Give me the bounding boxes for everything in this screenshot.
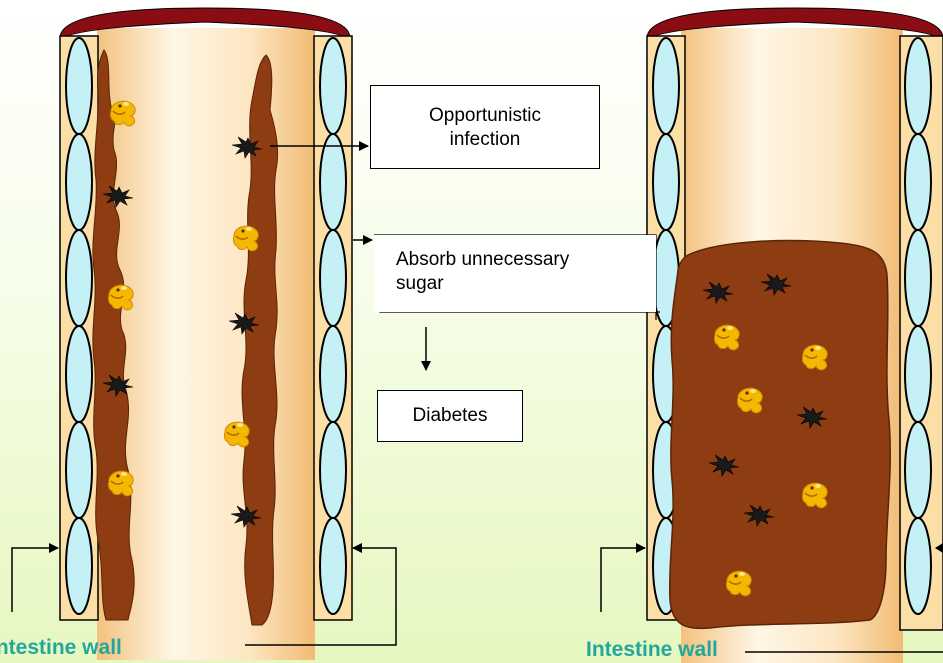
absorb-sugar-box: Absorb unnecessary sugar [374,235,656,312]
diabetes-label: Diabetes [378,404,522,428]
opportunistic-infection-line1: Opportunistic [371,104,599,128]
left-tube [12,8,396,660]
opportunistic-infection-line2: infection [371,128,599,152]
yellow-bacterium-icon [802,345,827,370]
right-mucus-mass [670,241,891,629]
yellow-bacterium-icon [108,285,133,310]
left-tube-wall-pointer-left [12,548,58,612]
yellow-bacterium-icon [802,483,827,508]
yellow-bacterium-icon [224,422,249,447]
yellow-bacterium-icon [737,388,762,413]
left-intestine-wall-label: Intestine wall [0,636,122,660]
left-tube-wall-left [60,36,98,620]
right-tube [601,8,943,663]
yellow-bacterium-icon [108,471,133,496]
yellow-bacterium-icon [110,101,135,126]
yellow-bacterium-icon [726,571,751,596]
right-intestine-wall-label: Intestine wall [586,638,718,662]
yellow-bacterium-icon [714,325,739,350]
absorb-sugar-line2: sugar [396,272,656,296]
right-tube-wall-pointer-left [601,548,645,612]
absorb-sugar-line1: Absorb unnecessary [396,248,656,272]
right-tube-wall-right [900,36,943,630]
yellow-bacterium-icon [233,226,258,251]
opportunistic-infection-box: Opportunistic infection [370,85,600,169]
left-tube-wall-right [314,36,352,620]
diabetes-box: Diabetes [377,390,523,442]
